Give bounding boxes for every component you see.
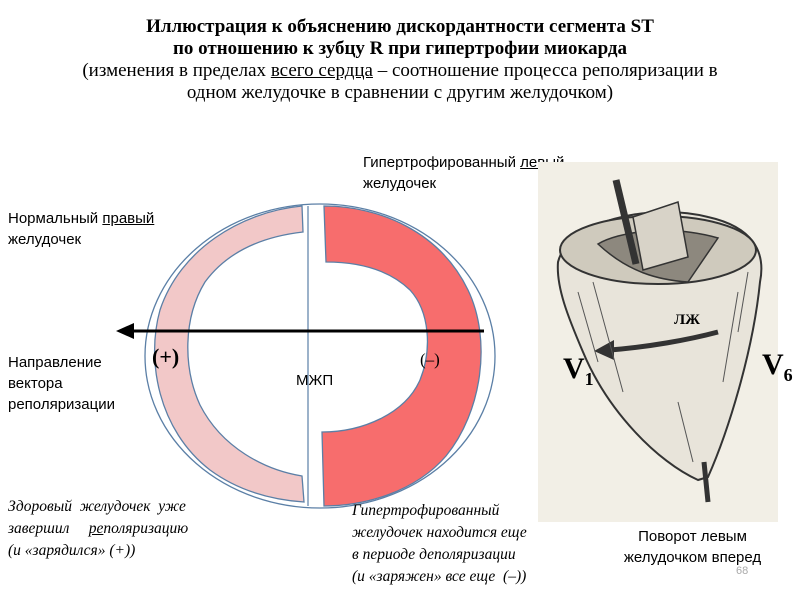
- vector-label: Направление вектора реполяризации: [8, 352, 115, 415]
- title-line-3-underlined: всего сердца: [270, 60, 373, 81]
- lead-v1-letter: V: [563, 352, 585, 385]
- hypertrophied-ventricle-note: Гипертрофированный желудочек находится е…: [352, 500, 527, 588]
- right-ventricle-label-underlined: правый: [102, 210, 155, 227]
- healthy-note-line1: Здоровый желудочек уже: [8, 498, 186, 515]
- bottom-rod-sketch: [701, 461, 711, 503]
- page-number: 68: [736, 565, 749, 577]
- lead-v6-letter: V: [762, 348, 784, 381]
- lead-v1-label: V1: [563, 352, 594, 390]
- vector-label-line2: вектора: [8, 375, 63, 392]
- top-rod-sketch: [612, 179, 640, 265]
- plus-sign: (+): [152, 344, 180, 369]
- healthy-note-line2-underlined: ре: [88, 520, 104, 537]
- title-line-1: Иллюстрация к объяснению дискордантности…: [146, 16, 654, 37]
- hyper-note-line2: желудочек находится еще: [352, 524, 527, 541]
- title-line-4: одном желудочке в сравнении с другим жел…: [186, 82, 614, 103]
- left-ventricle-label-line2: желудочек: [363, 175, 437, 192]
- septum-label: МЖП: [296, 372, 334, 389]
- hyper-note-line3: в периоде деполяризации: [352, 546, 516, 563]
- septum-plate-sketch: [632, 201, 689, 271]
- title-line-3-post: – соотношение процесса реполяризации в: [372, 60, 718, 81]
- heart-outline: [144, 203, 496, 509]
- slide-title: Иллюстрация к объяснению дискордантности…: [0, 16, 800, 104]
- healthy-note-line2-pre: завершил: [8, 520, 89, 537]
- right-ventricle-label-pre: Нормальный: [8, 210, 103, 227]
- healthy-note-line2-post: поляризацию: [103, 520, 189, 537]
- right-ventricle-wall: [154, 205, 305, 503]
- hyper-note-line4: (и «заряжен» все еще (–)): [352, 568, 527, 585]
- heart-rotation-sketch: [556, 179, 763, 503]
- lv-photo-label: ЛЖ: [674, 312, 701, 328]
- left-ventricle-label-pre: Гипертрофированный: [363, 154, 521, 171]
- left-ventricle-wall: [321, 205, 482, 507]
- hyper-note-line1: Гипертрофированный: [352, 502, 500, 519]
- rotation-arrow-sketch: [609, 329, 719, 353]
- title-line-3: (изменения в пределах всего сердца – соо…: [0, 60, 800, 82]
- right-ventricle-label-line2: желудочек: [8, 231, 82, 248]
- vector-label-line1: Направление: [8, 354, 102, 371]
- minus-sign: (–): [420, 350, 440, 369]
- vector-label-line3: реполяризации: [8, 396, 115, 413]
- healthy-note-line3: (и «зарядился» (+)): [8, 542, 136, 559]
- photo-caption-line2: желудочком вперед: [623, 549, 762, 566]
- lead-v1-subscript: 1: [584, 369, 594, 389]
- title-line-3-pre: (изменения в пределах: [82, 60, 271, 81]
- healthy-ventricle-note: Здоровый желудочек уже завершил реполяри…: [8, 496, 243, 562]
- right-ventricle-label: Нормальный правый желудочек: [8, 208, 154, 250]
- rotation-arrowhead-sketch: [594, 340, 614, 360]
- photo-caption: Поворот левым желудочком вперед: [605, 526, 780, 568]
- lead-v6-subscript: 6: [783, 365, 793, 385]
- healthy-note-line2: завершил реполяризацию: [8, 520, 188, 537]
- left-ventricle-label: Гипертрофированный левый желудочек: [363, 152, 564, 194]
- heart-rotation-photo: [538, 162, 778, 522]
- repolarization-vector-arrowhead: [116, 323, 134, 339]
- photo-caption-line1: Поворот левым: [638, 528, 747, 545]
- title-line-2: по отношению к зубцу R при гипертрофии м…: [172, 38, 628, 59]
- hatch-lines-sketch: [577, 271, 749, 463]
- lead-v6-label: V6: [762, 348, 793, 386]
